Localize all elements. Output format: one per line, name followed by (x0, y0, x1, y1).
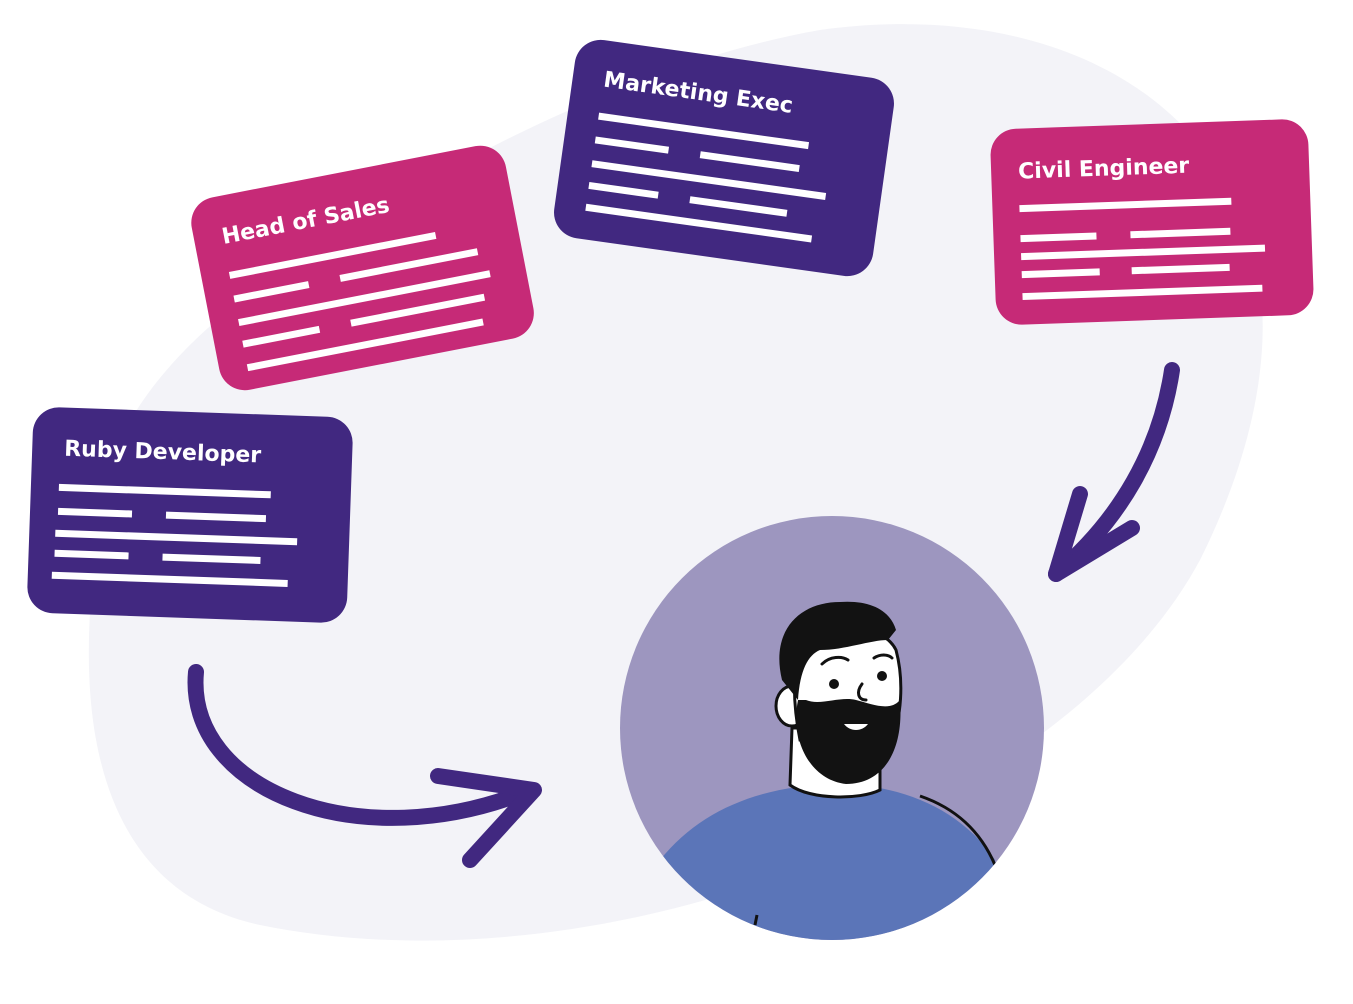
arrow-ruby-to-candidate (187, 664, 542, 868)
job-card-civil-engineer: Civil Engineer (990, 119, 1314, 325)
arrow-curve (187, 664, 538, 826)
candidate-avatar (620, 516, 1044, 940)
arrow-head (430, 768, 542, 868)
hair (779, 601, 896, 700)
job-card-ruby-developer: Ruby Developer (27, 407, 353, 623)
arrow-head (1048, 486, 1140, 582)
bearded-man-avatar-icon (650, 601, 1010, 940)
job-card-head-of-sales: Head of Sales (191, 145, 534, 391)
beard (796, 699, 901, 784)
shirt (650, 784, 1010, 940)
job-card-title: Civil Engineer (1018, 154, 1190, 185)
arrow-civil-engineer-to-candidate (1048, 362, 1180, 582)
job-card-marketing-exec: Marketing Exec (554, 39, 894, 277)
